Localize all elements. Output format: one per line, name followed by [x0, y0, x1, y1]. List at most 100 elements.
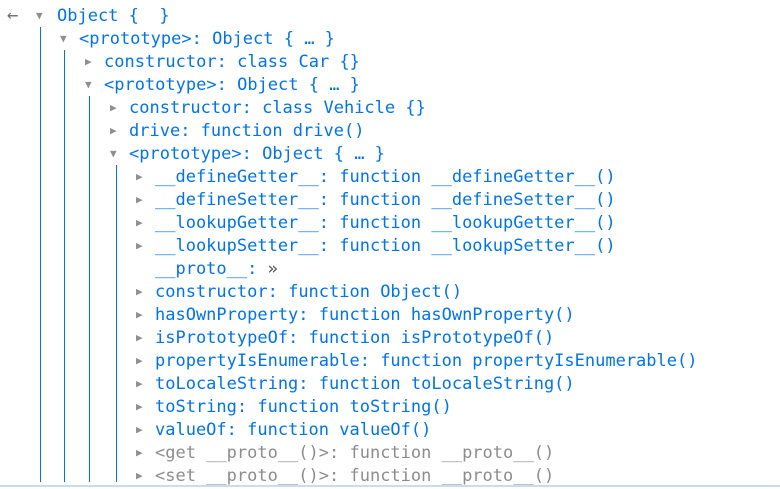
property-value: class Vehicle {} — [262, 97, 426, 118]
expand-triangle-icon[interactable]: ▶ — [136, 377, 143, 390]
object-tree-row[interactable]: ▶ __defineGetter__ : function __defineGe… — [0, 165, 780, 188]
object-tree-row[interactable]: ▼ <prototype> : Object { … } — [0, 73, 780, 96]
colon-separator: : — [329, 442, 350, 463]
expand-triangle-icon[interactable]: ▶ — [136, 216, 143, 229]
expand-triangle-icon[interactable]: ▶ — [110, 124, 117, 137]
property-name: __lookupSetter__ — [155, 235, 319, 256]
property-name: toLocaleString — [155, 373, 299, 394]
colon-separator: : — [216, 74, 238, 95]
object-tree-row[interactable]: ▶ toLocaleString : function toLocaleStri… — [0, 372, 780, 395]
colon-separator: : — [298, 304, 319, 325]
property-name: constructor — [104, 51, 217, 72]
expand-triangle-icon[interactable]: ▶ — [136, 308, 143, 321]
expand-triangle-icon[interactable]: ▶ — [136, 469, 143, 482]
colon-separator: : — [359, 350, 381, 371]
expand-triangle-icon[interactable]: ▶ — [136, 331, 143, 344]
property-name: valueOf — [155, 419, 227, 440]
property-name: constructor — [155, 281, 268, 302]
colon-separator: : — [241, 143, 263, 164]
colon-separator: : — [329, 465, 350, 486]
colon-separator: : — [318, 166, 340, 187]
proto-expand-link[interactable]: » — [267, 258, 278, 279]
object-tree-row[interactable]: ▶ propertyIsEnumerable : function proper… — [0, 349, 780, 372]
object-tree-row[interactable]: ▶ <get __proto__()> : function __proto__… — [0, 441, 780, 464]
expand-triangle-icon[interactable]: ▶ — [136, 354, 143, 367]
colon-separator: : — [226, 419, 248, 440]
property-name: <prototype> — [79, 28, 192, 49]
property-name: propertyIsEnumerable — [155, 350, 360, 371]
object-tree-row[interactable]: ▶ __lookupGetter__ : function __lookupGe… — [0, 211, 780, 234]
property-name: <set __proto__()> — [155, 465, 329, 486]
colon-separator: : — [241, 97, 263, 118]
colon-separator: : — [247, 258, 268, 279]
property-value: function hasOwnProperty() — [318, 304, 575, 325]
colon-separator: : — [318, 235, 340, 256]
property-value: Object { … } — [212, 28, 335, 49]
property-value: function __lookupGetter__() — [339, 212, 616, 233]
object-tree-row[interactable]: ▶ __lookupSetter__ : function __lookupSe… — [0, 234, 780, 257]
indent-guide-line — [64, 50, 65, 482]
property-name: <prototype> — [129, 143, 242, 164]
object-tree-row[interactable]: ▶ valueOf : function valueOf() — [0, 418, 780, 441]
console-input-divider — [0, 485, 780, 487]
property-value: function isPrototypeOf() — [308, 327, 555, 348]
collapse-triangle-icon[interactable]: ▼ — [85, 78, 92, 91]
object-tree-row[interactable]: ▶ constructor : class Vehicle {} — [0, 96, 780, 119]
expand-triangle-icon[interactable]: ▶ — [136, 170, 143, 183]
property-value: function valueOf() — [247, 419, 432, 440]
property-name: hasOwnProperty — [155, 304, 299, 325]
property-value: Object { … } — [237, 74, 360, 95]
object-tree-row[interactable]: ▶ <set __proto__()> : function __proto__… — [0, 464, 780, 487]
property-value: function __proto__() — [349, 465, 555, 486]
object-tree-row[interactable]: ▼ <prototype> : Object { … } — [0, 142, 780, 165]
object-tree-row[interactable]: ▶ toString : function toString() — [0, 395, 780, 418]
expand-triangle-icon[interactable]: ▶ — [110, 101, 117, 114]
object-tree-row[interactable]: ▶ __defineSetter__ : function __defineSe… — [0, 188, 780, 211]
property-value: function __defineGetter__() — [339, 166, 616, 187]
object-tree-row[interactable]: ▶ constructor : function Object() — [0, 280, 780, 303]
expand-triangle-icon[interactable]: ▶ — [136, 446, 143, 459]
object-tree-row[interactable]: ▶ hasOwnProperty : function hasOwnProper… — [0, 303, 780, 326]
expand-triangle-icon[interactable]: ▶ — [136, 193, 143, 206]
colon-separator: : — [216, 51, 238, 72]
eval-result-arrow-icon: ← — [7, 4, 19, 26]
expand-triangle-icon[interactable]: ▶ — [136, 239, 143, 252]
property-name: __proto__ — [155, 258, 248, 279]
property-name: <get __proto__()> — [155, 442, 329, 463]
property-value: function toLocaleString() — [318, 373, 575, 394]
colon-separator: : — [191, 28, 213, 49]
property-value: class Car {} — [237, 51, 360, 72]
object-tree-row[interactable]: ▶ drive : function drive() — [0, 119, 780, 142]
indent-guide-line — [89, 96, 90, 482]
property-value: function __lookupSetter__() — [339, 235, 616, 256]
object-tree-row[interactable]: __proto__ : » — [0, 257, 780, 280]
colon-separator: : — [298, 373, 319, 394]
property-name: __defineSetter__ — [155, 189, 319, 210]
expand-triangle-icon[interactable]: ▶ — [136, 400, 143, 413]
property-name: constructor — [129, 97, 242, 118]
property-value: function propertyIsEnumerable() — [380, 350, 698, 371]
indent-guide-line — [40, 27, 41, 482]
colon-separator: : — [318, 189, 340, 210]
property-name: toString — [155, 396, 237, 417]
expand-triangle-icon[interactable]: ▶ — [136, 423, 143, 436]
property-value: function toString() — [257, 396, 452, 417]
indent-guide-line — [116, 165, 117, 482]
object-tree-row[interactable]: ▼ <prototype> : Object { … } — [0, 27, 780, 50]
property-value: Object { … } — [262, 143, 385, 164]
object-tree-row[interactable]: ▶ constructor : class Car {} — [0, 50, 780, 73]
object-tree-row[interactable]: ▶ isPrototypeOf : function isPrototypeOf… — [0, 326, 780, 349]
colon-separator: : — [236, 396, 258, 417]
colon-separator: : — [318, 212, 340, 233]
collapse-triangle-icon[interactable]: ▼ — [110, 147, 117, 160]
property-name: __defineGetter__ — [155, 166, 319, 187]
colon-separator: : — [288, 327, 309, 348]
property-name: drive — [129, 120, 181, 141]
colon-separator: : — [180, 120, 201, 141]
object-tree-row[interactable]: ← ▼ Object { } — [0, 4, 780, 27]
expand-triangle-icon[interactable]: ▶ — [85, 55, 92, 68]
collapse-triangle-icon[interactable]: ▼ — [36, 9, 43, 22]
expand-triangle-icon[interactable]: ▶ — [136, 285, 143, 298]
collapse-triangle-icon[interactable]: ▼ — [60, 32, 67, 45]
